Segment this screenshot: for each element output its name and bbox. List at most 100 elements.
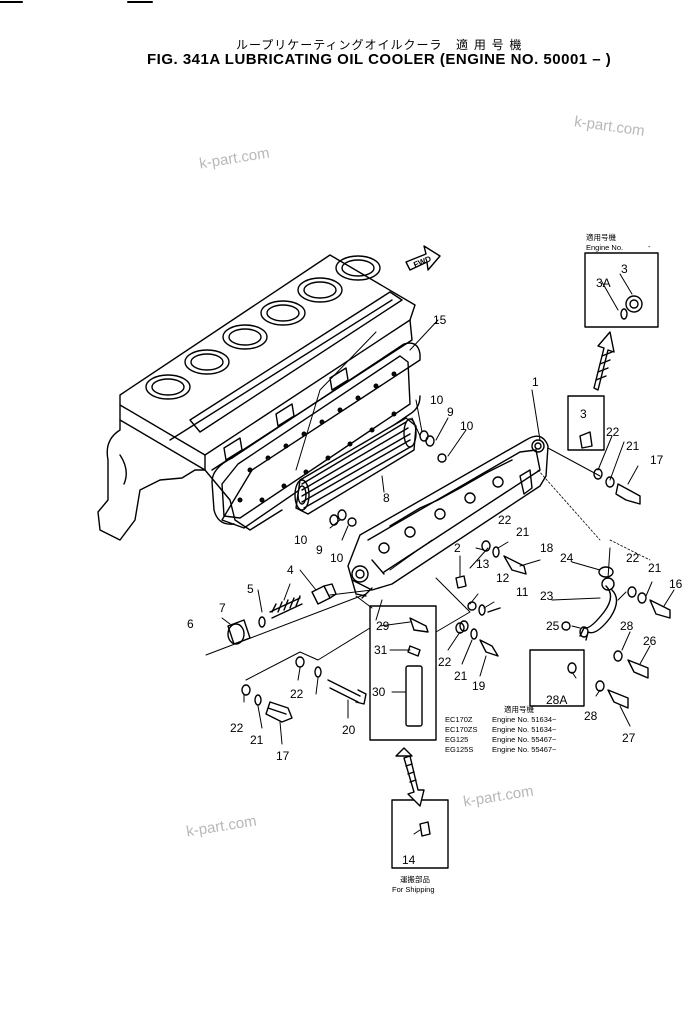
cylinder-block: [97, 254, 416, 541]
table-engine: Engine No. 55467~: [492, 745, 557, 754]
callout-21: 21: [516, 525, 530, 539]
table-model: EG125: [445, 735, 468, 744]
washer-28: [613, 650, 623, 662]
callout-9: 9: [447, 405, 454, 419]
bolt-20: [327, 679, 367, 705]
callout-12: 12: [496, 571, 510, 585]
inset-box-29-31: [369, 605, 437, 741]
applicable-note-jp: 適用号機: [586, 232, 616, 242]
washer-11: [478, 604, 501, 616]
washer-12: [467, 601, 477, 611]
callout-21: 21: [626, 439, 640, 453]
guide-lines: [537, 469, 651, 561]
callout-31: 31: [374, 643, 388, 657]
callout-3: 3: [621, 262, 628, 276]
callout-29: 29: [376, 619, 390, 633]
callout-1: 1: [532, 375, 539, 389]
table-header-jp: 適用号機: [504, 704, 534, 714]
bolt-17: [615, 483, 641, 505]
bolt-26: [627, 659, 649, 679]
callout-5: 5: [247, 582, 254, 596]
bolt-19: [479, 639, 499, 657]
inset-box-3-3A: [584, 252, 659, 328]
callout-7: 7: [219, 601, 226, 615]
valve-4: [311, 583, 337, 605]
callout-4: 4: [287, 563, 294, 577]
washer-22: [295, 656, 305, 668]
washer-22: [241, 684, 251, 696]
o-ring-24: [598, 566, 614, 578]
bolt-16: [649, 599, 671, 619]
table-engine: Engine No. 51634~: [492, 715, 557, 724]
callout-10: 10: [294, 533, 308, 547]
callout-2: 2: [454, 541, 461, 555]
table-model: EC170Z: [445, 715, 473, 724]
callout-28a: 28A: [546, 693, 567, 707]
fwd-arrow: FWD: [405, 245, 441, 271]
engine-no-dash: -: [648, 242, 651, 251]
callout-26: 26: [643, 634, 657, 648]
table-engine: Engine No. 51634~: [492, 725, 557, 734]
callout-22: 22: [438, 655, 452, 669]
inset-box-14: [391, 799, 449, 869]
plug-2: [455, 575, 467, 589]
leader-lines: [205, 273, 675, 835]
washer-21: [470, 628, 478, 640]
callout-14: 14: [402, 853, 416, 867]
callout-11: 11: [516, 585, 529, 599]
washer-21: [314, 666, 322, 678]
callout-10: 10: [330, 551, 344, 565]
callout-27: 27: [622, 731, 636, 745]
callout-19: 19: [472, 679, 486, 693]
callout-25: 25: [546, 619, 560, 633]
spring-5: [269, 595, 303, 619]
callout-30: 30: [372, 685, 386, 699]
callout-24: 24: [560, 551, 574, 565]
shipping-note-jp: 運搬部品: [400, 874, 430, 884]
washer-21: [254, 694, 262, 706]
callout-10: 10: [430, 393, 444, 407]
washer-22: [481, 540, 491, 552]
gasket-7: [258, 616, 266, 628]
callout-22: 22: [626, 551, 640, 565]
callout-8: 8: [383, 491, 390, 505]
o-ring-25: [561, 621, 571, 631]
callout-6: 6: [187, 617, 194, 631]
bolt-17: [265, 701, 293, 723]
arrow-to-inset: [593, 331, 615, 391]
callout-22: 22: [290, 687, 304, 701]
title-japanese: ループリケーティングオイルクーラ: [236, 38, 443, 52]
callout-20: 20: [342, 723, 356, 737]
callout-21: 21: [250, 733, 264, 747]
callout-22: 22: [230, 721, 244, 735]
callout-21: 21: [648, 561, 662, 575]
arrow-to-shipping: [395, 747, 425, 807]
washer-21: [637, 592, 647, 604]
pipe-23: [579, 577, 618, 641]
callout-13: 13: [476, 557, 490, 571]
inset-box-3: [567, 395, 605, 451]
callout-numbers: 1 2 3 3A 3 4 5 6 7 8 9 9 10 10 10 10 11 …: [187, 262, 683, 867]
callout-3a: 3A: [596, 276, 611, 290]
callout-21: 21: [454, 669, 468, 683]
bolt-27: [607, 689, 629, 709]
figure-title: FIG. 341A LUBRICATING OIL COOLER (ENGINE…: [147, 51, 612, 68]
callout-28: 28: [620, 619, 634, 633]
callout-17: 17: [276, 749, 290, 763]
washer-22: [593, 468, 603, 480]
callout-18: 18: [540, 541, 554, 555]
gasket-15: [211, 342, 421, 529]
table-model: EC170ZS: [445, 725, 478, 734]
cooler-element-8: [294, 417, 417, 515]
bolt-18: [503, 555, 527, 575]
callout-15: 15: [433, 313, 447, 327]
table-model: EG125S: [445, 745, 473, 754]
callout-28: 28: [584, 709, 598, 723]
washer-22: [459, 620, 469, 632]
callout-23: 23: [540, 589, 554, 603]
inset-box-28A: [529, 649, 585, 707]
callout-16: 16: [669, 577, 683, 591]
washer-21: [605, 476, 615, 488]
inset-notes: 適用号機 Engine No. - 運搬部品 For Shipping EC17…: [392, 232, 651, 894]
